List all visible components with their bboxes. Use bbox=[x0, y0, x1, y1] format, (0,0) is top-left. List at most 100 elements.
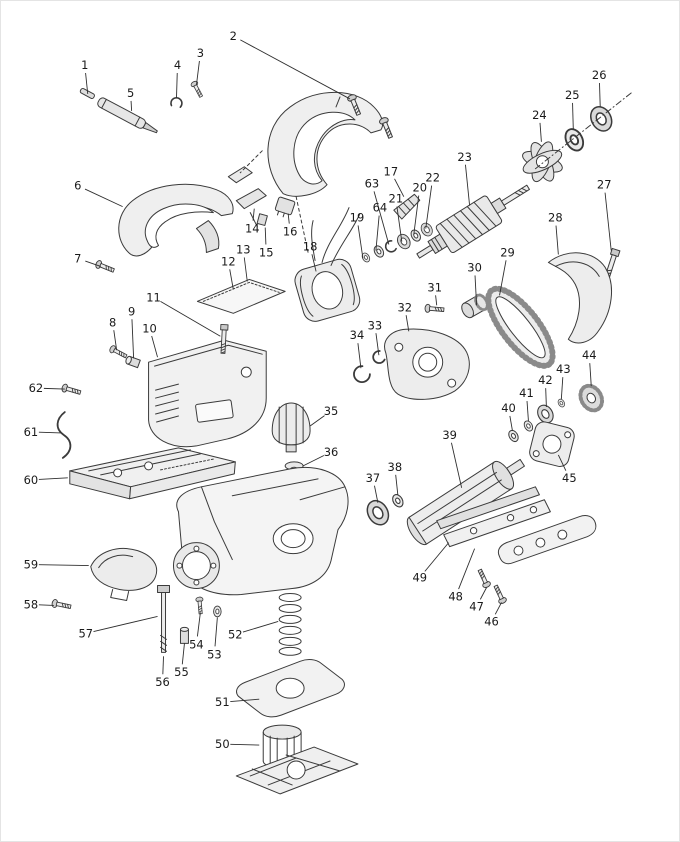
part-number-9: 9 bbox=[128, 304, 135, 318]
part-number-55: 55 bbox=[174, 665, 189, 679]
leader-line-31 bbox=[435, 295, 438, 306]
part-number-34: 34 bbox=[350, 328, 365, 342]
leader-line-40 bbox=[509, 415, 513, 432]
part-number-22: 22 bbox=[425, 171, 440, 185]
leader-line-37 bbox=[374, 485, 379, 503]
washer-icon bbox=[390, 492, 406, 510]
compression-spring bbox=[278, 592, 302, 656]
part-annotations: 1234567891011121314151617181920212223242… bbox=[24, 29, 612, 751]
leader-line-38 bbox=[395, 474, 399, 495]
part-number-23: 23 bbox=[457, 150, 472, 164]
leader-line-64 bbox=[375, 215, 380, 251]
leader-line-6 bbox=[84, 188, 123, 208]
part-number-2: 2 bbox=[230, 29, 237, 43]
leader-line-61 bbox=[38, 431, 61, 434]
blade-set-plate bbox=[443, 499, 551, 548]
part-number-64: 64 bbox=[373, 201, 388, 215]
bearing-icon bbox=[394, 231, 414, 252]
screw-icon bbox=[189, 79, 205, 99]
leader-line-7 bbox=[85, 260, 101, 267]
leader-line-17 bbox=[394, 178, 405, 197]
washer-icon bbox=[506, 428, 521, 444]
leader-line-54 bbox=[196, 612, 201, 637]
screw-icon bbox=[50, 598, 72, 612]
leader-line-15 bbox=[264, 227, 267, 245]
part-number-39: 39 bbox=[442, 428, 457, 442]
leader-line-57 bbox=[93, 615, 158, 632]
part-number-12: 12 bbox=[221, 254, 236, 268]
part-number-18: 18 bbox=[303, 240, 318, 254]
screw-icon bbox=[195, 596, 205, 615]
leader-line-34 bbox=[357, 343, 362, 369]
part-number-45: 45 bbox=[562, 471, 577, 485]
leader-line-43 bbox=[560, 377, 564, 400]
washer-icon bbox=[408, 227, 423, 244]
part-number-14: 14 bbox=[245, 222, 260, 236]
part-number-28: 28 bbox=[548, 211, 563, 225]
leader-line-59 bbox=[38, 564, 89, 567]
leader-line-30 bbox=[474, 275, 478, 306]
leader-line-9 bbox=[131, 319, 135, 359]
bearing-box bbox=[384, 328, 470, 400]
leader-line-27 bbox=[604, 192, 612, 251]
part-number-7: 7 bbox=[74, 251, 81, 265]
leader-line-55 bbox=[181, 643, 185, 665]
part-number-37: 37 bbox=[366, 471, 381, 485]
washer-icon bbox=[213, 605, 222, 618]
screw-icon bbox=[94, 259, 116, 275]
retaining-ring-icon bbox=[382, 239, 398, 255]
leader-line-28 bbox=[555, 225, 559, 255]
part-number-32: 32 bbox=[398, 300, 413, 314]
leader-line-13 bbox=[243, 257, 248, 282]
pulley-gear bbox=[461, 293, 489, 319]
leader-line-25 bbox=[572, 102, 574, 130]
part-number-58: 58 bbox=[24, 597, 39, 611]
leader-line-62 bbox=[43, 387, 65, 390]
switch-block bbox=[274, 196, 296, 218]
cutter-drum bbox=[406, 458, 525, 546]
leader-line-46 bbox=[494, 602, 502, 615]
bearing-icon bbox=[585, 102, 617, 136]
part-number-31: 31 bbox=[427, 280, 442, 294]
part-number-3: 3 bbox=[197, 46, 204, 60]
part-number-36: 36 bbox=[324, 445, 339, 459]
snap-ring-icon bbox=[353, 365, 371, 384]
part-number-5: 5 bbox=[127, 86, 134, 100]
part-number-53: 53 bbox=[207, 647, 222, 661]
grip-tube bbox=[97, 97, 158, 134]
part-number-35: 35 bbox=[324, 404, 339, 418]
part-number-26: 26 bbox=[592, 68, 607, 82]
armature bbox=[416, 184, 530, 259]
motor-housing bbox=[148, 339, 267, 448]
part-number-50: 50 bbox=[215, 737, 230, 751]
part-number-40: 40 bbox=[501, 401, 516, 415]
part-number-49: 49 bbox=[412, 571, 427, 585]
leader-line-58 bbox=[38, 604, 54, 606]
part-number-47: 47 bbox=[469, 599, 484, 613]
leader-line-2 bbox=[240, 39, 351, 100]
drum-cover-plate bbox=[497, 515, 597, 565]
leader-line-21 bbox=[396, 206, 403, 242]
long-bolt bbox=[157, 585, 171, 653]
wire-clip bbox=[56, 411, 72, 459]
drive-belt bbox=[485, 285, 556, 369]
part-number-25: 25 bbox=[565, 88, 580, 102]
screw-icon bbox=[424, 303, 445, 315]
leader-line-12 bbox=[229, 269, 234, 290]
part-number-38: 38 bbox=[388, 460, 403, 474]
part-number-6: 6 bbox=[74, 179, 81, 193]
part-number-56: 56 bbox=[155, 675, 170, 689]
part-number-62: 62 bbox=[29, 381, 44, 395]
part-number-29: 29 bbox=[500, 245, 515, 259]
planer-blade bbox=[436, 486, 540, 530]
washer-icon bbox=[561, 125, 588, 155]
parts-artwork bbox=[50, 79, 632, 795]
leader-line-47 bbox=[479, 587, 487, 600]
fan bbox=[522, 141, 563, 183]
leader-line-8 bbox=[113, 330, 118, 351]
part-number-24: 24 bbox=[532, 108, 547, 122]
washer-icon bbox=[522, 418, 535, 433]
leader-line-4 bbox=[176, 73, 178, 98]
leader-line-33 bbox=[375, 333, 380, 356]
